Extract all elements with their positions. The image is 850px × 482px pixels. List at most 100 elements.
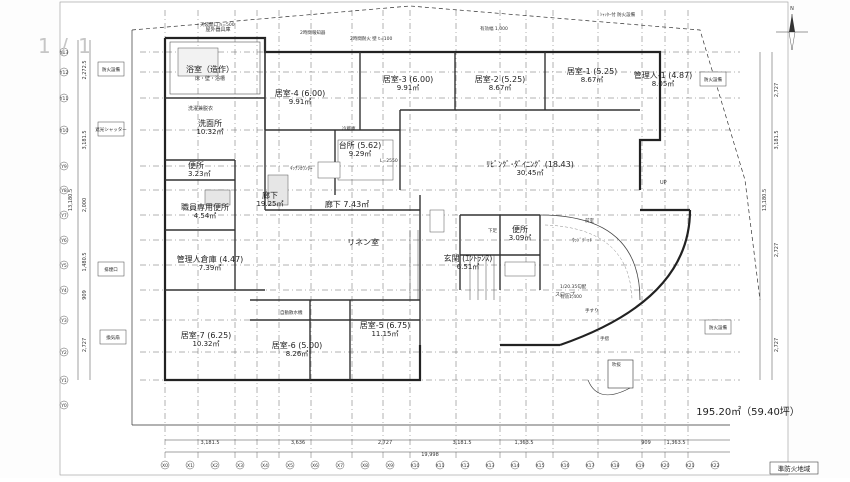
dim-bottom: 1,363.5 — [514, 440, 533, 446]
roof-ladder-label: 屋外器具庫 — [205, 26, 230, 33]
room-area: 30.45㎡ — [516, 169, 543, 177]
grid-x-label: X2 — [212, 463, 218, 469]
dim-right: 3,181.5 — [774, 130, 780, 149]
grid-x-label: X17 — [586, 463, 595, 469]
room-name: 居室-6 (5.00) — [272, 340, 323, 350]
room-area: 9.91㎡ — [397, 84, 420, 92]
grid-y-label: Y0 — [60, 403, 67, 409]
room-name: 便所 — [188, 160, 204, 170]
grid-x-label: X7 — [337, 463, 343, 469]
grid-y-label: Y6 — [60, 238, 67, 244]
up-label: UP — [660, 180, 667, 186]
grid-y-label: Y2 — [60, 350, 67, 356]
tag-text: 防火設備 — [709, 324, 727, 331]
room-area: 10.32㎡ — [192, 340, 219, 348]
grid-y-label: Y13 — [59, 50, 69, 56]
jutaku-label: 吹抜 — [612, 361, 621, 368]
room-name: 居室-7 (6.25) — [181, 330, 232, 340]
nomo-label: 前室 — [585, 217, 594, 224]
grid-x-label: X1 — [187, 463, 193, 469]
tag-text: 換気扇 — [106, 334, 120, 341]
reizo-label: 冷蔵庫 — [342, 125, 356, 132]
wood-deck-label: ｳｯﾄﾞﾃﾞｯｷ — [572, 237, 593, 244]
dim-right: 2,727 — [774, 243, 780, 257]
fire-zone-label: 準防火地域 — [778, 464, 811, 473]
room-name: 居室-5 (6.75) — [360, 320, 411, 330]
grid-y-label: Y8 — [60, 188, 67, 194]
grid-x-label: X12 — [461, 463, 470, 469]
grid-x-label: X19 — [636, 463, 645, 469]
room-name: リネン室 — [347, 237, 379, 247]
dim-left: 3,181.5 — [82, 130, 88, 149]
room-name: ﾘﾋﾞﾝｸﾞ･ﾀﾞｲﾆﾝｸﾞ (18.43) — [486, 160, 574, 169]
dim-bottom: 909 — [641, 440, 651, 446]
dim-bottom: 1,363.5 — [666, 440, 685, 446]
room-name: 便所 — [512, 224, 528, 234]
room-name: 廊下 7.43㎡ — [325, 199, 369, 209]
dim-total: 19,998 — [421, 452, 439, 458]
grid-y-label: Y12 — [59, 70, 69, 76]
grid-x-label: X10 — [411, 463, 420, 469]
kitchen-counter-label: ｷｯﾁﾝｶｳﾝﾀｰ — [290, 166, 313, 172]
sprinkler-label: 自動散水機 — [280, 309, 303, 316]
grid-y-label: Y7 — [60, 213, 67, 219]
total-area: 195.20㎡（59.40坪） — [696, 405, 800, 418]
ev-hall-label: L=2550 — [380, 158, 398, 164]
misc-labels: 屋外器具庫 ｷｯﾁﾝｶｳﾝﾀｰ ｳｯﾄﾞﾃﾞｯｷ スロープ UP L=2550 … — [200, 11, 667, 368]
haiki-label: 手摺 — [600, 335, 609, 342]
dim-bottom: 3,181.5 — [200, 440, 219, 446]
dim-left: 2,727 — [82, 338, 88, 352]
grid-x-label: X0 — [162, 463, 168, 469]
grid-y-label: Y5 — [60, 263, 67, 269]
room-name: 居室-4 (6.00) — [275, 88, 326, 98]
grid-x-label: X15 — [536, 463, 545, 469]
room-area: 8.67㎡ — [489, 84, 512, 92]
room-area: 9.29㎡ — [349, 150, 372, 158]
top-note: 有効幅 1,000 — [480, 25, 508, 32]
grid-bubbles-x: X0 X1 X2 X3 X4 X5 X6 X7 X8 X9 X10 X11 X1… — [160, 460, 720, 470]
room-name: 管理人倉庫 (4.47) — [177, 254, 244, 264]
grid-x-label: X22 — [711, 463, 720, 469]
top-note: 天袋開口 h=500 — [200, 21, 235, 28]
grid-x-label: X4 — [262, 463, 268, 469]
north-label: N — [790, 6, 794, 12]
dim-bottom: 3,181.5 — [452, 440, 471, 446]
grid-y-label: Y3 — [60, 318, 67, 324]
top-note: ｼｬｯﾀｰ付 防火設備 — [600, 11, 636, 18]
dim-right: 13,180.5 — [762, 189, 768, 211]
room-area: 3.09㎡ — [509, 234, 532, 242]
dim-left: 909 — [82, 290, 88, 300]
grid-y-label: Y4 — [60, 288, 67, 294]
grid-x-label: X5 — [287, 463, 293, 469]
grid-x-label: X18 — [611, 463, 620, 469]
grid-x-label: X16 — [561, 463, 570, 469]
grid-x-label: X8 — [362, 463, 368, 469]
room-sub: 床・壁・浴槽 — [195, 75, 225, 82]
grid-y-label: Y9 — [60, 164, 67, 170]
dim-right: 2,727 — [774, 338, 780, 352]
room-area: 6.51㎡ — [457, 263, 480, 271]
top-note: 2時間耐火 壁 t=100 — [350, 35, 392, 42]
room-area: 4.54㎡ — [194, 212, 217, 220]
juten-label: 有効1,400 — [560, 293, 582, 300]
dimension-lines: 3,181.5 3,636 2,727 3,181.5 1,363.5 909 … — [68, 40, 780, 458]
dim-left: 2,272.5 — [82, 60, 88, 79]
interior-walls — [165, 38, 640, 380]
room-area: 10.32㎡ — [196, 128, 223, 136]
grid-y-label: Y11 — [59, 96, 69, 102]
tag-text: 遮光シャッター — [95, 126, 127, 133]
note-exit: 2時間報知器 — [300, 29, 326, 36]
dim-left: 1,480.5 — [82, 252, 88, 271]
room-name: 居室-3 (6.00) — [383, 74, 434, 84]
page-indicator: 1 / 1 — [38, 34, 93, 58]
room-labels: 浴室（造作） 床・壁・浴槽 洗濯兼脱衣 洗面所 10.32㎡ 便所 3.23㎡ … — [177, 64, 693, 358]
room-name: 浴室（造作） — [186, 64, 234, 74]
room-name: 職員専用便所 — [181, 202, 229, 212]
grid-x-label: X9 — [387, 463, 393, 469]
grid-x-label: X13 — [486, 463, 495, 469]
room-area: 19.25㎡ — [256, 200, 283, 208]
room-area: 11.15㎡ — [371, 330, 398, 338]
room-area: 9.91㎡ — [289, 98, 312, 106]
room-area: 8.67㎡ — [581, 76, 604, 84]
